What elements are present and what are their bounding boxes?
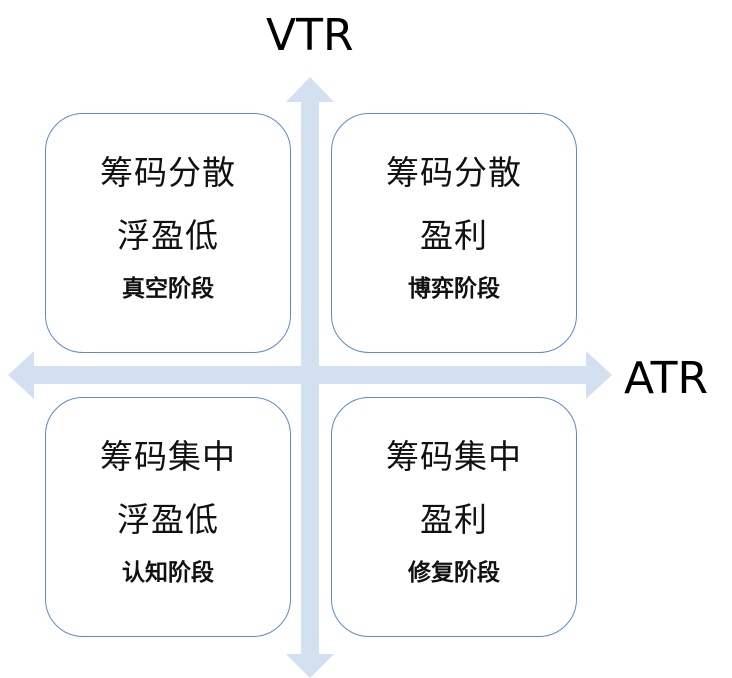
chip-distribution-text: 筹码分散	[100, 153, 236, 192]
atr-axis-label: ATR	[624, 353, 709, 404]
stage-label: 真空阶段	[122, 276, 214, 302]
stage-label: 博弈阶段	[408, 276, 500, 302]
profit-status-text: 浮盈低	[117, 500, 219, 539]
horizontal-axis-arrow	[8, 351, 612, 399]
stage-label: 修复阶段	[408, 560, 500, 586]
quadrant-bottom-left: 筹码集中 浮盈低 认知阶段	[45, 397, 291, 637]
profit-status-text: 盈利	[420, 216, 488, 255]
vtr-axis-label: VTR	[266, 10, 354, 61]
chip-distribution-text: 筹码集中	[100, 437, 236, 476]
stage-label: 认知阶段	[122, 560, 214, 586]
quadrant-top-left: 筹码分散 浮盈低 真空阶段	[45, 113, 291, 353]
quadrant-bottom-right: 筹码集中 盈利 修复阶段	[331, 397, 577, 637]
profit-status-text: 浮盈低	[117, 216, 219, 255]
profit-status-text: 盈利	[420, 500, 488, 539]
quadrant-top-right: 筹码分散 盈利 博弈阶段	[331, 113, 577, 353]
chip-distribution-text: 筹码集中	[386, 437, 522, 476]
chip-distribution-text: 筹码分散	[386, 153, 522, 192]
